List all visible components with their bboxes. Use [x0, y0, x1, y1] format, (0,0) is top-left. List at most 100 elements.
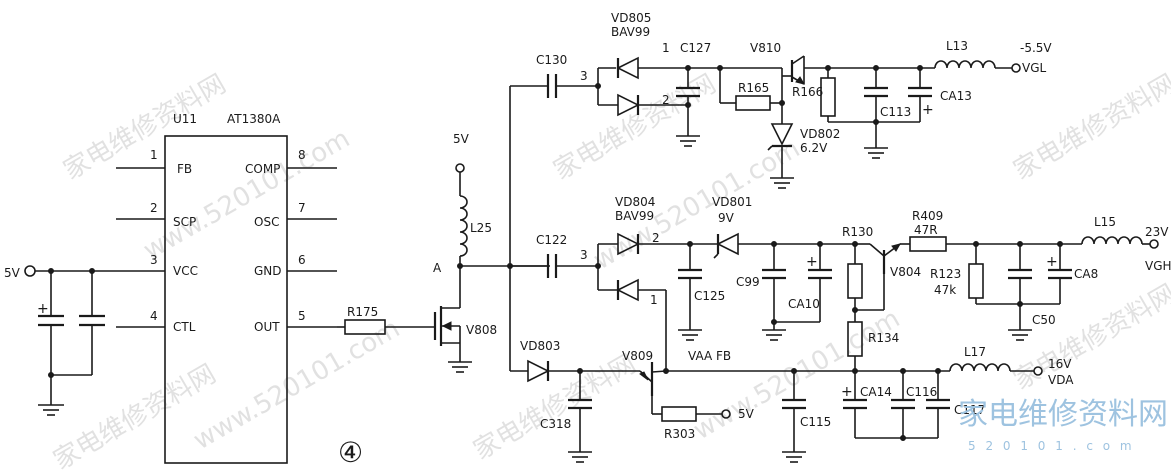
svg-text:CTL: CTL	[173, 320, 196, 334]
ic-u11: U11 AT1380A 1 2 3 4 FB SCP VCC CTL 8 7 6…	[90, 112, 337, 464]
svg-text:2: 2	[662, 93, 670, 107]
svg-text:CA14: CA14	[860, 385, 892, 399]
svg-text:SCP: SCP	[173, 215, 196, 229]
svg-text:R175: R175	[347, 305, 378, 319]
svg-text:FB: FB	[177, 162, 192, 176]
svg-text:VD805: VD805	[611, 11, 651, 25]
svg-text:V804: V804	[890, 265, 921, 279]
svg-text:C117: C117	[954, 403, 985, 417]
svg-text:www.520101.com: www.520101.com	[689, 304, 906, 446]
svg-text:2: 2	[150, 201, 158, 215]
svg-text:CA13: CA13	[940, 89, 972, 103]
svg-text:2: 2	[652, 231, 660, 245]
svg-text:C125: C125	[694, 289, 725, 303]
svg-text:C50: C50	[1032, 313, 1056, 327]
svg-text:L17: L17	[964, 345, 986, 359]
svg-text:BAV99: BAV99	[611, 25, 650, 39]
svg-text:7: 7	[298, 201, 306, 215]
svg-text:VAA FB: VAA FB	[688, 349, 731, 363]
svg-text:VDA: VDA	[1048, 373, 1074, 387]
svg-text:VD801: VD801	[712, 195, 752, 209]
svg-text:+: +	[806, 254, 818, 270]
svg-text:VD804: VD804	[615, 195, 655, 209]
svg-text:OUT: OUT	[254, 320, 280, 334]
svg-text:+: +	[841, 384, 853, 400]
svg-text:V810: V810	[750, 41, 781, 55]
svg-text:C115: C115	[800, 415, 831, 429]
svg-text:OSC: OSC	[254, 215, 279, 229]
svg-text:C99: C99	[736, 275, 760, 289]
svg-text:+: +	[1046, 254, 1058, 270]
svg-text:R165: R165	[738, 81, 769, 95]
svg-text:R134: R134	[868, 331, 899, 345]
svg-text:1: 1	[150, 148, 158, 162]
svg-text:-5.5V: -5.5V	[1020, 41, 1052, 55]
input-5v: 5V +	[4, 265, 105, 416]
svg-text:47R: 47R	[914, 223, 938, 237]
svg-text:C130: C130	[536, 53, 567, 67]
svg-text:9V: 9V	[718, 211, 735, 225]
svg-text:5V: 5V	[453, 132, 470, 146]
vda-branch: VD803 C318 V809 VAA FB 5V R303 C115	[510, 339, 1074, 463]
svg-text:家电维修资料网: 家电维修资料网	[958, 397, 1168, 432]
svg-text:16V: 16V	[1048, 357, 1072, 371]
svg-text:3: 3	[150, 253, 158, 267]
svg-text:VD802: VD802	[800, 127, 840, 141]
svg-text:6.2V: 6.2V	[800, 141, 828, 155]
svg-text:CA10: CA10	[788, 297, 820, 311]
svg-text:5: 5	[298, 309, 306, 323]
svg-text:L15: L15	[1094, 215, 1116, 229]
svg-text:5V: 5V	[4, 266, 21, 280]
svg-text:23V: 23V	[1145, 225, 1169, 239]
vgh-branch: C122 3 VD804 BAV99 2 1 C125 VD80	[510, 195, 1171, 371]
svg-text:1: 1	[650, 293, 658, 307]
svg-text:AT1380A: AT1380A	[227, 112, 281, 126]
svg-text:C116: C116	[906, 385, 937, 399]
svg-text:④: ④	[338, 436, 363, 469]
svg-text:3: 3	[580, 248, 588, 262]
svg-text:家电维修资料网: 家电维修资料网	[469, 349, 642, 466]
svg-text:V808: V808	[466, 323, 497, 337]
svg-text:R130: R130	[842, 225, 873, 239]
svg-text:BAV99: BAV99	[615, 209, 654, 223]
svg-text:V809: V809	[622, 349, 653, 363]
svg-text:U11: U11	[173, 112, 197, 126]
svg-text:VD803: VD803	[520, 339, 560, 353]
svg-text:5V: 5V	[738, 407, 755, 421]
svg-text:家电维修资料网: 家电维修资料网	[49, 359, 222, 471]
svg-text:+: +	[922, 102, 934, 118]
vgl-branch: C130 3 VD805 BAV99 1 2 C127 R165	[510, 11, 1052, 189]
svg-text:VCC: VCC	[173, 264, 198, 278]
svg-text:家电维修资料网: 家电维修资料网	[1009, 279, 1171, 396]
svg-text:GND: GND	[254, 264, 282, 278]
svg-text:6: 6	[298, 253, 306, 267]
svg-text:R166: R166	[792, 85, 823, 99]
svg-text:家电维修资料网: 家电维修资料网	[1009, 69, 1171, 186]
svg-text:L13: L13	[946, 39, 968, 53]
svg-text:R409: R409	[912, 209, 943, 223]
svg-text:3: 3	[580, 69, 588, 83]
svg-text:VGL: VGL	[1022, 61, 1047, 75]
svg-text:C122: C122	[536, 233, 567, 247]
svg-text:47k: 47k	[934, 283, 956, 297]
svg-text:A: A	[433, 261, 442, 275]
switch-stage: R175 V808 5V L25 A	[337, 86, 550, 373]
svg-text:4: 4	[150, 309, 158, 323]
svg-text:+: +	[37, 301, 49, 317]
svg-text:L25: L25	[470, 221, 492, 235]
figure-number: ④	[338, 436, 363, 469]
svg-text:COMP: COMP	[245, 162, 280, 176]
svg-text:5 2 0 1 0 1 . c o m: 5 2 0 1 0 1 . c o m	[968, 439, 1135, 453]
svg-text:C127: C127	[680, 41, 711, 55]
brand-watermark: 家电维修资料网 5 2 0 1 0 1 . c o m	[958, 397, 1168, 453]
svg-text:www.520101.com: www.520101.com	[139, 124, 356, 266]
svg-text:8: 8	[298, 148, 306, 162]
svg-text:1: 1	[662, 41, 670, 55]
svg-text:VGH: VGH	[1145, 259, 1171, 273]
svg-text:R123: R123	[930, 267, 961, 281]
svg-text:C318: C318	[540, 417, 571, 431]
svg-text:C113: C113	[880, 105, 911, 119]
svg-text:R303: R303	[664, 427, 695, 441]
svg-text:CA8: CA8	[1074, 267, 1098, 281]
